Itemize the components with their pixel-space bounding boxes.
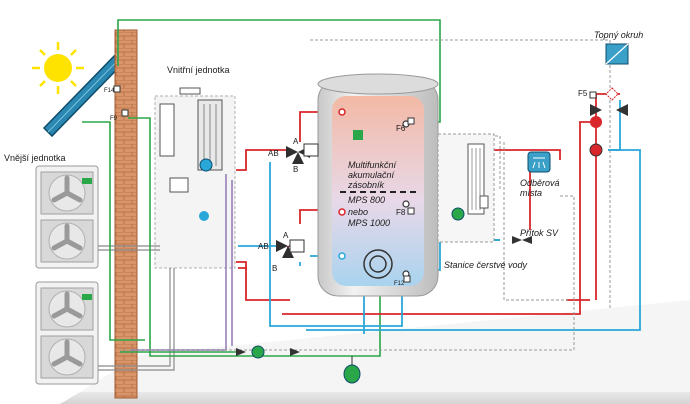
shower-icon bbox=[527, 151, 551, 173]
tank-label-line5: nebo bbox=[348, 207, 368, 217]
sensor-f9-label: F9 bbox=[110, 116, 118, 122]
heating-circuit-label: Topný okruh bbox=[594, 30, 643, 40]
sensor-f12-label: F12 bbox=[394, 281, 405, 287]
indoor-unit-label: Vnitřní jednotka bbox=[167, 65, 230, 75]
valve1-ab-label: AB bbox=[268, 149, 279, 158]
sensor-f5-label: F5 bbox=[578, 89, 588, 98]
sensor-markers bbox=[113, 85, 597, 283]
valve2-b-label: B bbox=[272, 264, 277, 273]
draw-points-label-line1: Odběrová bbox=[520, 178, 560, 188]
three-way-valve-2 bbox=[276, 239, 305, 258]
fresh-water-station bbox=[437, 133, 495, 243]
valve1-a-label: A bbox=[293, 137, 299, 146]
dashed-lines bbox=[120, 39, 611, 351]
three-way-valve-1 bbox=[286, 143, 319, 164]
draw-points-label-line2: místa bbox=[520, 188, 542, 198]
indoor-unit bbox=[154, 87, 236, 269]
sun-icon bbox=[32, 42, 84, 94]
sensor-f14-label: F14 bbox=[104, 88, 115, 94]
solar-pump bbox=[236, 345, 300, 359]
tank-label-line4: MPS 800 bbox=[348, 195, 385, 205]
valve1-b-label: B bbox=[293, 165, 298, 174]
floor bbox=[60, 392, 690, 404]
cold-water-valve bbox=[512, 236, 532, 244]
tank-label-line1: Multifunkční bbox=[348, 160, 398, 170]
outdoor-unit-2 bbox=[35, 281, 99, 385]
outdoor-unit-label: Vnější jednotka bbox=[4, 153, 66, 163]
outdoor-unit-1 bbox=[35, 165, 99, 269]
expansion-vessel bbox=[343, 356, 361, 384]
valve2-a-label: A bbox=[283, 231, 289, 240]
tank-label-line6: MPS 1000 bbox=[348, 218, 390, 228]
valve2-ab-label: AB bbox=[258, 242, 269, 251]
tank-label-line3: zásobník bbox=[347, 180, 385, 190]
storage-tank bbox=[317, 73, 439, 297]
tank-label-line2: akumulační bbox=[348, 170, 396, 180]
sensor-f8-label: F8 bbox=[396, 208, 406, 217]
sensor-f6-label: F6 bbox=[396, 124, 406, 133]
brick-wall bbox=[114, 29, 138, 399]
freshwater-station-label: Stanice čerstvé vody bbox=[444, 260, 528, 270]
cold-water-inflow-label: Přítok SV bbox=[520, 228, 559, 238]
heating-circuit bbox=[589, 43, 629, 157]
